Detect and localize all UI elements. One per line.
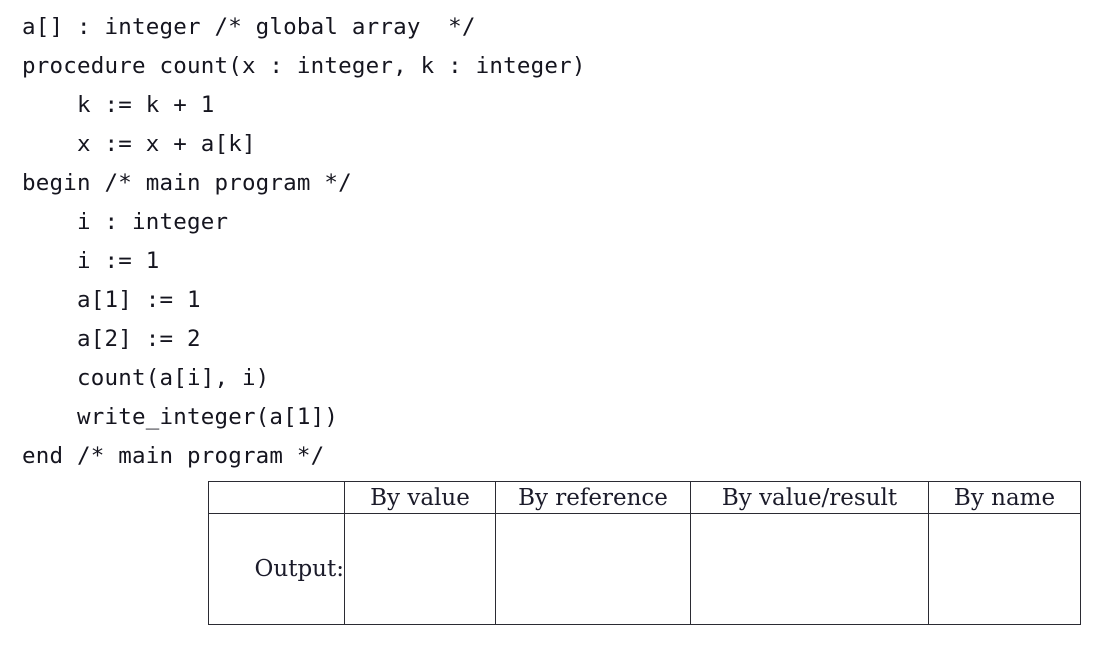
table-header-row: By value By reference By value/result By… <box>208 481 1081 514</box>
code-line: a[] : integer /* global array */ <box>22 14 476 40</box>
parameter-passing-table: By value By reference By value/result By… <box>208 481 1081 625</box>
code-listing: a[] : integer /* global array */ procedu… <box>22 8 1092 476</box>
code-line: i := 1 <box>22 248 160 274</box>
column-header-by-value-result: By value/result <box>690 481 929 514</box>
answer-cell-by-value[interactable] <box>344 513 496 625</box>
column-header-by-value: By value <box>344 481 496 514</box>
code-line: k := k + 1 <box>22 92 215 118</box>
answer-cell-by-reference[interactable] <box>495 513 691 625</box>
column-header-by-name: By name <box>928 481 1081 514</box>
code-line: x := x + a[k] <box>22 131 256 157</box>
answer-cell-by-value-result[interactable] <box>690 513 929 625</box>
table-corner-cell <box>208 481 345 514</box>
row-label-output: Output: <box>208 513 345 625</box>
answer-cell-by-name[interactable] <box>928 513 1081 625</box>
code-line: count(a[i], i) <box>22 365 270 391</box>
code-line: write_integer(a[1]) <box>22 404 339 430</box>
table-row: Output: <box>208 513 1081 625</box>
code-line: begin /* main program */ <box>22 170 352 196</box>
column-header-by-reference: By reference <box>495 481 691 514</box>
code-line: end /* main program */ <box>22 443 325 469</box>
code-line: procedure count(x : integer, k : integer… <box>22 53 586 79</box>
code-line: i : integer <box>22 209 229 235</box>
code-line: a[1] := 1 <box>22 287 201 313</box>
code-line: a[2] := 2 <box>22 326 201 352</box>
